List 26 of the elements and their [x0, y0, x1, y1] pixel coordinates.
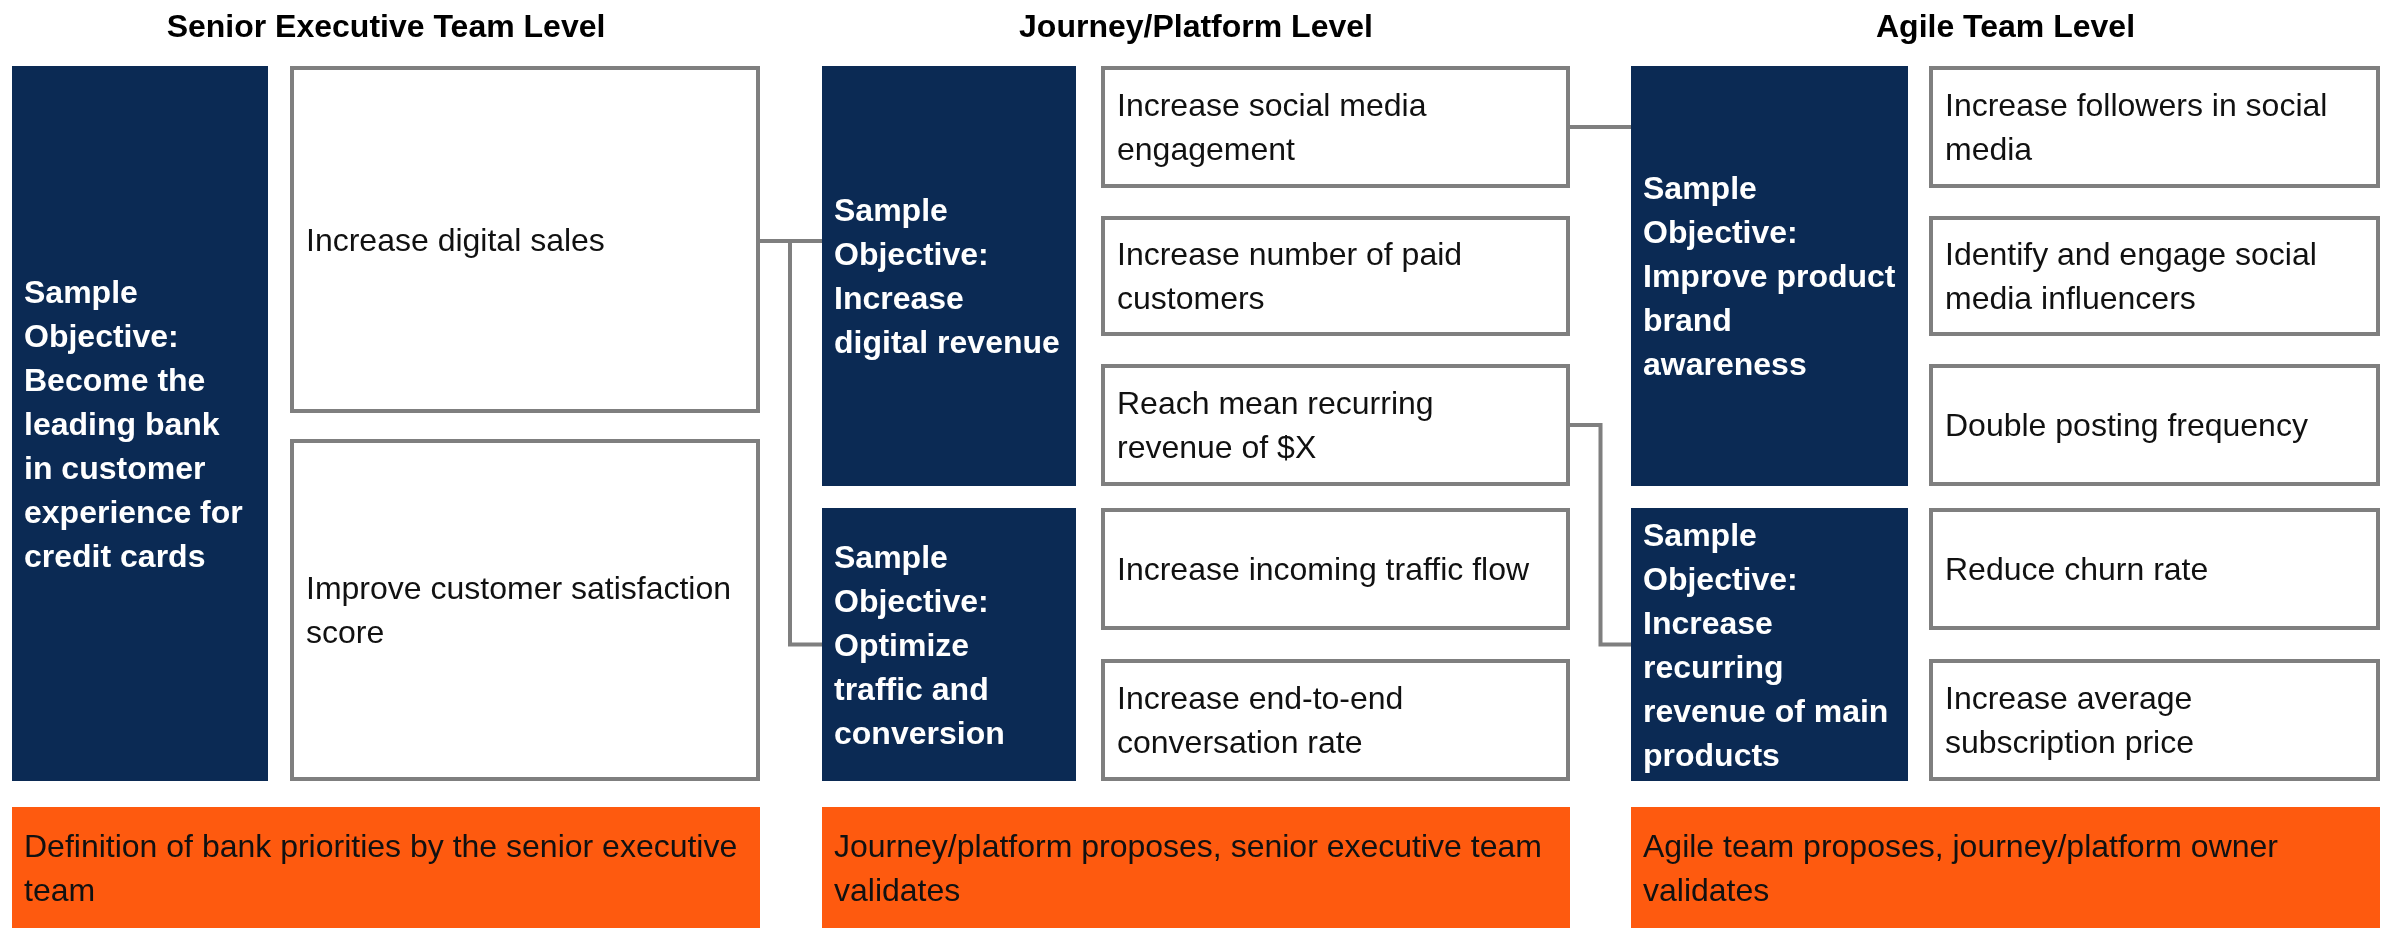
- key-result-box: Increase average subscription price: [1929, 659, 2380, 781]
- key-result-box: Increase social media engagement: [1101, 66, 1570, 188]
- key-result-box: Increase number of paid customers: [1101, 216, 1570, 336]
- key-result-box: Improve customer satisfaction score: [290, 439, 760, 781]
- key-result-box: Increase digital sales: [290, 66, 760, 413]
- connector-line: [1570, 125, 1631, 129]
- column-heading: Agile Team Level: [1874, 8, 2137, 45]
- column-heading: Senior Executive Team Level: [165, 8, 607, 45]
- key-result-box: Double posting frequency: [1929, 364, 2380, 486]
- connector-line: [1570, 423, 1631, 647]
- key-result-box: Increase incoming traffic flow: [1101, 508, 1570, 630]
- key-result-box: Increase end-to-end conversation rate: [1101, 659, 1570, 781]
- objective-box: Sample Objective: Increase recurring revenue of main products: [1631, 508, 1908, 781]
- note-bar: Agile team proposes, journey/platform owner validates: [1631, 807, 2380, 928]
- column-heading: Journey/Platform Level: [1018, 8, 1374, 45]
- note-bar: Definition of bank priorities by the senior executive team: [12, 807, 760, 928]
- note-bar: Journey/platform proposes, senior executive team validates: [822, 807, 1570, 928]
- objective-box: Sample Objective: Optimize traffic and conversion: [822, 508, 1076, 781]
- key-result-box: Reduce churn rate: [1929, 508, 2380, 630]
- key-result-box: Identify and engage social media influencers: [1929, 216, 2380, 336]
- key-result-box: Increase followers in social media: [1929, 66, 2380, 188]
- connector-line: [760, 239, 822, 647]
- key-result-box: Reach mean recurring revenue of $X: [1101, 364, 1570, 486]
- objective-box: Sample Objective: Increase digital revenue: [822, 66, 1076, 486]
- objective-box: Sample Objective: Improve product brand awareness: [1631, 66, 1908, 486]
- objective-box: Sample Objective: Become the leading bank in customer experience for credit cards: [12, 66, 268, 781]
